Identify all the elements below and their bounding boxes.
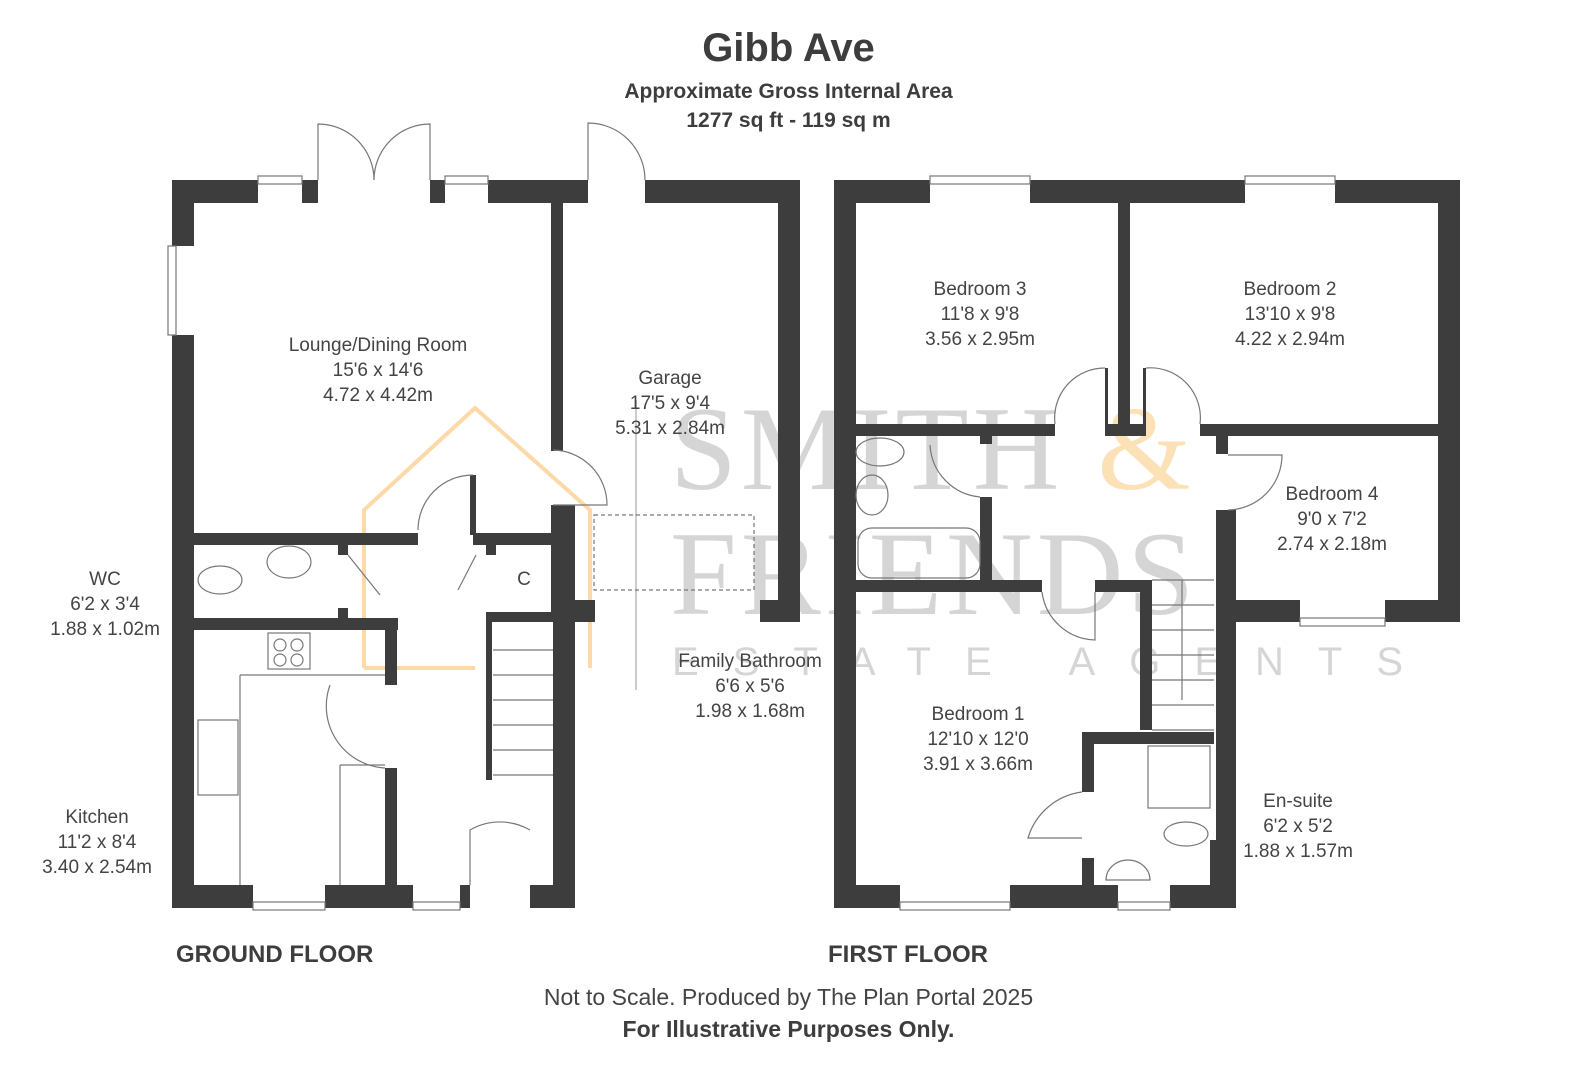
first-floor-fixtures	[855, 175, 1386, 911]
plan-title: Gibb Ave	[702, 26, 875, 70]
watermark-line1: SMITH &	[670, 382, 1195, 515]
ground-floor-walls	[172, 180, 800, 908]
watermark-line3: ESTATE AGENTS	[672, 640, 1438, 684]
ground-floor-label: GROUND FLOOR	[176, 941, 374, 968]
first-floor-label: FIRST FLOOR	[828, 941, 988, 968]
watermark-line2: FRIENDS	[670, 507, 1199, 640]
cupboard-label: C	[517, 569, 531, 590]
scale-note: Not to Scale. Produced by The Plan Porta…	[543, 984, 1034, 1010]
area-value: 1277 sq ft - 119 sq m	[686, 109, 891, 132]
first-floor-walls	[834, 180, 1460, 908]
ground-floor-fixtures	[167, 122, 755, 911]
disclaimer: For Illustrative Purposes Only.	[622, 1016, 955, 1042]
area-label: Approximate Gross Internal Area	[624, 80, 953, 103]
